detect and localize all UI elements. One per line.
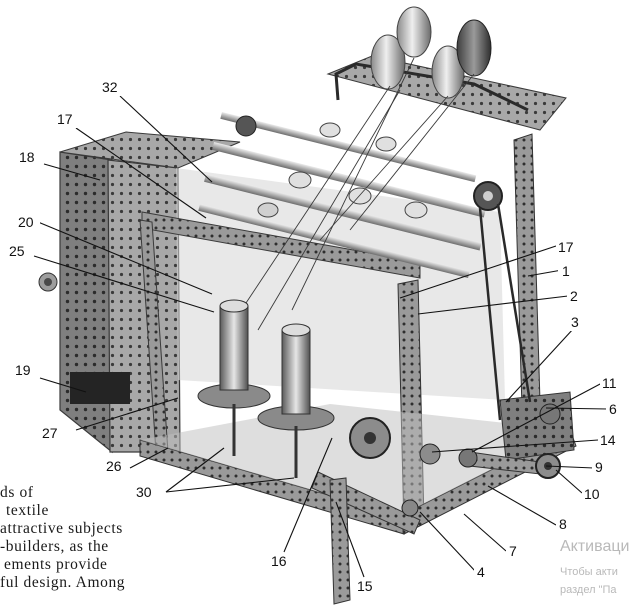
crank-levers <box>311 403 561 605</box>
callout-label-14: 14 <box>600 432 616 448</box>
callout-label-2: 2 <box>570 288 578 304</box>
callout-label-20: 20 <box>18 214 34 230</box>
text-line-4: -builders, as the <box>0 538 109 555</box>
activation-watermark-line-1: Чтобы акти <box>560 566 618 578</box>
machine-body <box>38 6 577 605</box>
callout-label-26: 26 <box>106 458 122 474</box>
callout-label-17-top: 17 <box>57 111 73 127</box>
callout-label-30: 30 <box>136 484 152 500</box>
callout-label-11: 11 <box>602 375 617 391</box>
activation-watermark-title: Активаци <box>560 538 630 555</box>
callout-label-32: 32 <box>102 79 118 95</box>
right-gearbox-plate <box>499 391 575 461</box>
callout-label-15: 15 <box>357 578 373 594</box>
text-line-5: ements provide <box>4 556 108 573</box>
housing-top-plate <box>59 131 241 169</box>
callout-label-25: 25 <box>9 243 25 259</box>
callout-label-8: 8 <box>559 516 567 532</box>
callout-label-18: 18 <box>19 149 35 165</box>
side-knob-center <box>44 278 52 286</box>
text-line-3: attractive subjects <box>0 520 123 537</box>
spindle-bobbins <box>197 299 335 478</box>
base-floor <box>140 404 570 516</box>
right-rear-girder <box>513 133 541 409</box>
threads <box>243 57 475 331</box>
spool-rack-arch <box>334 62 529 112</box>
callout-label-16: 16 <box>271 553 287 569</box>
callout-backings <box>7 79 624 595</box>
callout-label-1: 1 <box>562 263 570 279</box>
callout-label-9: 9 <box>595 459 603 475</box>
text-line-6: ful design. Among <box>0 574 126 591</box>
callout-label-17-right: 17 <box>558 239 574 255</box>
activation-watermark-line-2: раздел "Па <box>560 584 617 596</box>
callout-label-19: 19 <box>15 362 31 378</box>
callout-label-7: 7 <box>509 543 517 559</box>
roller-assembly <box>198 112 486 279</box>
callout-label-3: 3 <box>571 314 579 330</box>
callout-label-4: 4 <box>477 564 485 580</box>
left-side-panel <box>59 151 113 454</box>
housing-window <box>70 372 130 404</box>
text-line-1: ds of <box>0 484 34 501</box>
thread-spools <box>370 6 492 99</box>
callout-label-6: 6 <box>609 401 617 417</box>
callout-label-27: 27 <box>42 425 58 441</box>
callout-label-10: 10 <box>584 486 600 502</box>
leader-lines <box>33 95 609 578</box>
text-line-2: textile <box>6 502 49 519</box>
frame-back-plate <box>176 168 505 400</box>
